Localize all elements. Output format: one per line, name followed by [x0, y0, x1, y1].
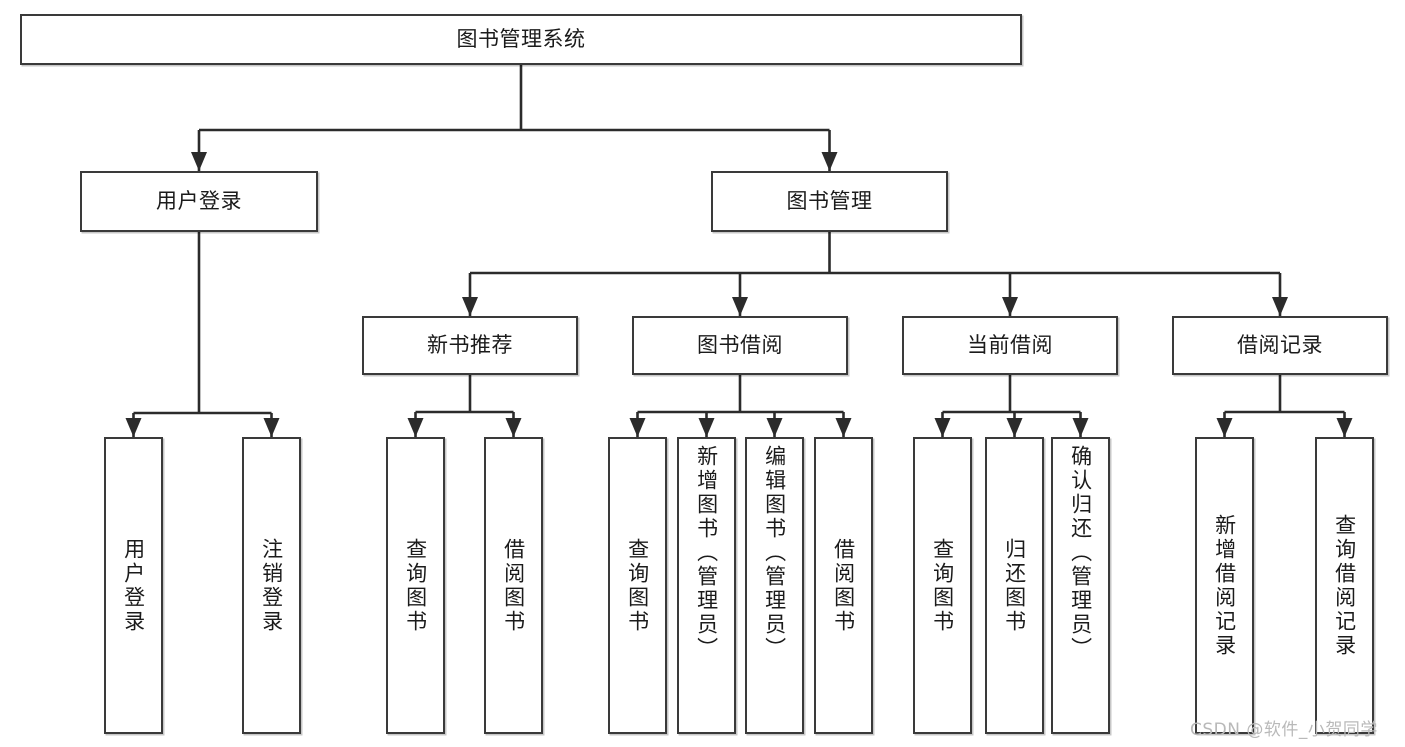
leaf-node: 查询图书: [386, 437, 445, 734]
node-label: 查询图书: [625, 537, 650, 634]
node-label: 新增借阅记录: [1212, 513, 1237, 658]
branch-node: 当前借阅: [902, 316, 1118, 375]
arrowhead-icon: [1002, 297, 1018, 316]
leaf-node: 编辑图书（管理员）: [745, 437, 804, 734]
arrowhead-icon: [821, 152, 838, 171]
leaf-node: 借阅图书: [814, 437, 873, 734]
node-label: 用户登录: [156, 189, 242, 214]
leaf-node: 新增图书（管理员）: [677, 437, 736, 734]
arrowhead-icon: [1336, 418, 1353, 437]
root-node: 图书管理系统: [20, 14, 1022, 65]
arrowhead-icon: [407, 418, 424, 437]
node-label: 查询借阅记录: [1332, 513, 1357, 658]
arrowhead-icon: [1006, 418, 1023, 437]
leaf-node: 查询图书: [608, 437, 667, 734]
branch-node: 用户登录: [80, 171, 318, 232]
arrowhead-icon: [1272, 297, 1288, 316]
arrowhead-icon: [766, 418, 783, 437]
arrowhead-icon: [1072, 418, 1089, 437]
node-label: 图书管理系统: [456, 27, 586, 52]
leaf-node: 用户登录: [104, 437, 163, 734]
arrowhead-icon: [732, 297, 748, 316]
arrowhead-icon: [1216, 418, 1233, 437]
node-label: 注销登录: [259, 537, 284, 634]
branch-node: 新书推荐: [362, 316, 578, 375]
arrowhead-icon: [934, 418, 951, 437]
leaf-node: 查询图书: [913, 437, 972, 734]
node-label: 借阅记录: [1237, 333, 1323, 358]
arrowhead-icon: [125, 418, 142, 437]
leaf-node: 借阅图书: [484, 437, 543, 734]
branch-node: 借阅记录: [1172, 316, 1388, 375]
node-label: 确认归还（管理员）: [1068, 445, 1093, 661]
leaf-node: 查询借阅记录: [1315, 437, 1374, 734]
arrowhead-icon: [263, 418, 280, 437]
leaf-node: 新增借阅记录: [1195, 437, 1254, 734]
arrowhead-icon: [629, 418, 646, 437]
node-label: 查询图书: [403, 537, 428, 634]
leaf-node: 确认归还（管理员）: [1051, 437, 1110, 734]
node-label: 借阅图书: [501, 537, 526, 634]
node-label: 当前借阅: [967, 333, 1053, 358]
arrowhead-icon: [505, 418, 522, 437]
arrowhead-icon: [462, 297, 478, 316]
node-label: 新书推荐: [427, 333, 513, 358]
node-label: 图书借阅: [697, 333, 783, 358]
node-label: 图书管理: [786, 189, 873, 214]
branch-node: 图书借阅: [632, 316, 848, 375]
arrowhead-icon: [191, 152, 207, 171]
node-label: 查询图书: [930, 537, 955, 634]
arrowhead-icon: [698, 418, 715, 437]
node-label: 借阅图书: [831, 537, 856, 634]
arrowhead-icon: [835, 418, 852, 437]
node-label: 编辑图书（管理员）: [762, 445, 787, 661]
leaf-node: 注销登录: [242, 437, 301, 734]
leaf-node: 归还图书: [985, 437, 1044, 734]
node-label: 新增图书（管理员）: [694, 445, 719, 661]
node-label: 归还图书: [1002, 537, 1027, 634]
branch-node: 图书管理: [711, 171, 948, 232]
node-label: 用户登录: [121, 537, 146, 634]
